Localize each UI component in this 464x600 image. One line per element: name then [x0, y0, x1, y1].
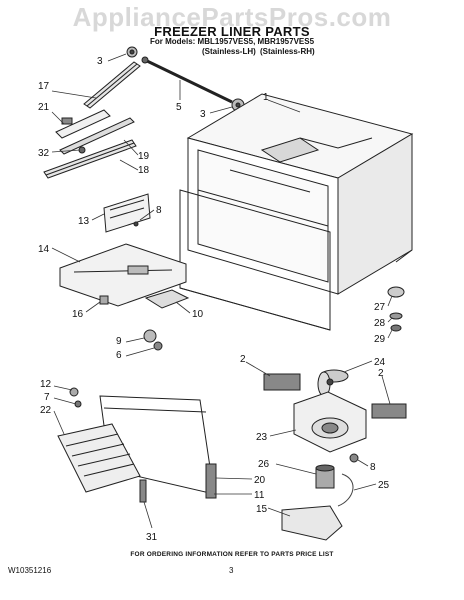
part-22	[57, 423, 141, 493]
callout-15: 15	[256, 504, 268, 515]
part-10	[144, 289, 190, 309]
part-14	[59, 243, 187, 307]
callout-16: 16	[72, 309, 84, 320]
part-23	[293, 391, 367, 453]
part-24	[317, 369, 349, 397]
part-3-top	[126, 46, 138, 58]
callout-14: 14	[38, 244, 50, 255]
part-8-right	[349, 453, 359, 463]
callout-32: 32	[38, 148, 50, 159]
callout-7: 7	[44, 392, 50, 403]
page-title: FREEZER LINER PARTS	[154, 24, 310, 39]
part-6	[153, 341, 163, 351]
callout-25: 25	[378, 480, 390, 491]
callout-3-top: 3	[97, 56, 103, 67]
callout-12: 12	[40, 379, 52, 390]
callout-21: 21	[38, 102, 50, 113]
callout-1: 1	[263, 92, 269, 103]
callout-17: 17	[38, 81, 50, 92]
callout-27: 27	[374, 302, 386, 313]
part-2-right	[371, 403, 407, 419]
callout-9: 9	[116, 336, 122, 347]
part-26	[315, 464, 335, 489]
callout-28: 28	[374, 318, 386, 329]
page-number: 3	[229, 566, 234, 575]
callout-10: 10	[192, 309, 204, 320]
part-28	[389, 312, 403, 320]
callout-19: 19	[138, 151, 150, 162]
callout-8-left: 8	[156, 205, 162, 216]
callout-23: 23	[256, 432, 268, 443]
callout-22: 22	[40, 405, 52, 416]
watermark: AppliancePartsPros.com	[72, 2, 392, 32]
callout-18: 18	[138, 165, 150, 176]
callout-24: 24	[374, 357, 386, 368]
callout-8-right: 8	[370, 462, 376, 473]
model-list: For Models: MBL1957VES5, MBR1957VES5	[149, 37, 315, 46]
callout-5: 5	[176, 102, 182, 113]
part-1-freezer-liner	[179, 93, 414, 331]
ordering-note: FOR ORDERING INFORMATION REFER TO PARTS …	[130, 551, 334, 558]
callout-11: 11	[254, 490, 265, 501]
callout-3-right: 3	[200, 109, 206, 120]
part-9	[143, 329, 157, 343]
document-number: W10351216	[8, 566, 52, 575]
model-variants: (Stainless-LH) (Stainless-RH)	[202, 47, 315, 56]
part-21	[55, 109, 111, 139]
callout-29: 29	[374, 334, 386, 345]
callout-2-right: 2	[378, 368, 384, 379]
callout-6: 6	[116, 350, 122, 361]
part-19	[59, 117, 135, 155]
callout-13: 13	[78, 216, 90, 227]
part-12	[69, 387, 79, 397]
part-31	[139, 479, 147, 503]
callout-26: 26	[258, 459, 270, 470]
part-25	[337, 473, 354, 507]
part-2-left	[263, 373, 301, 391]
part-29	[390, 324, 402, 332]
part-16	[99, 295, 109, 305]
callout-20: 20	[254, 475, 266, 486]
part-5	[144, 58, 233, 104]
callout-31: 31	[146, 532, 158, 543]
callout-2-left: 2	[240, 354, 246, 365]
part-27	[387, 286, 405, 298]
part-15	[281, 505, 343, 541]
